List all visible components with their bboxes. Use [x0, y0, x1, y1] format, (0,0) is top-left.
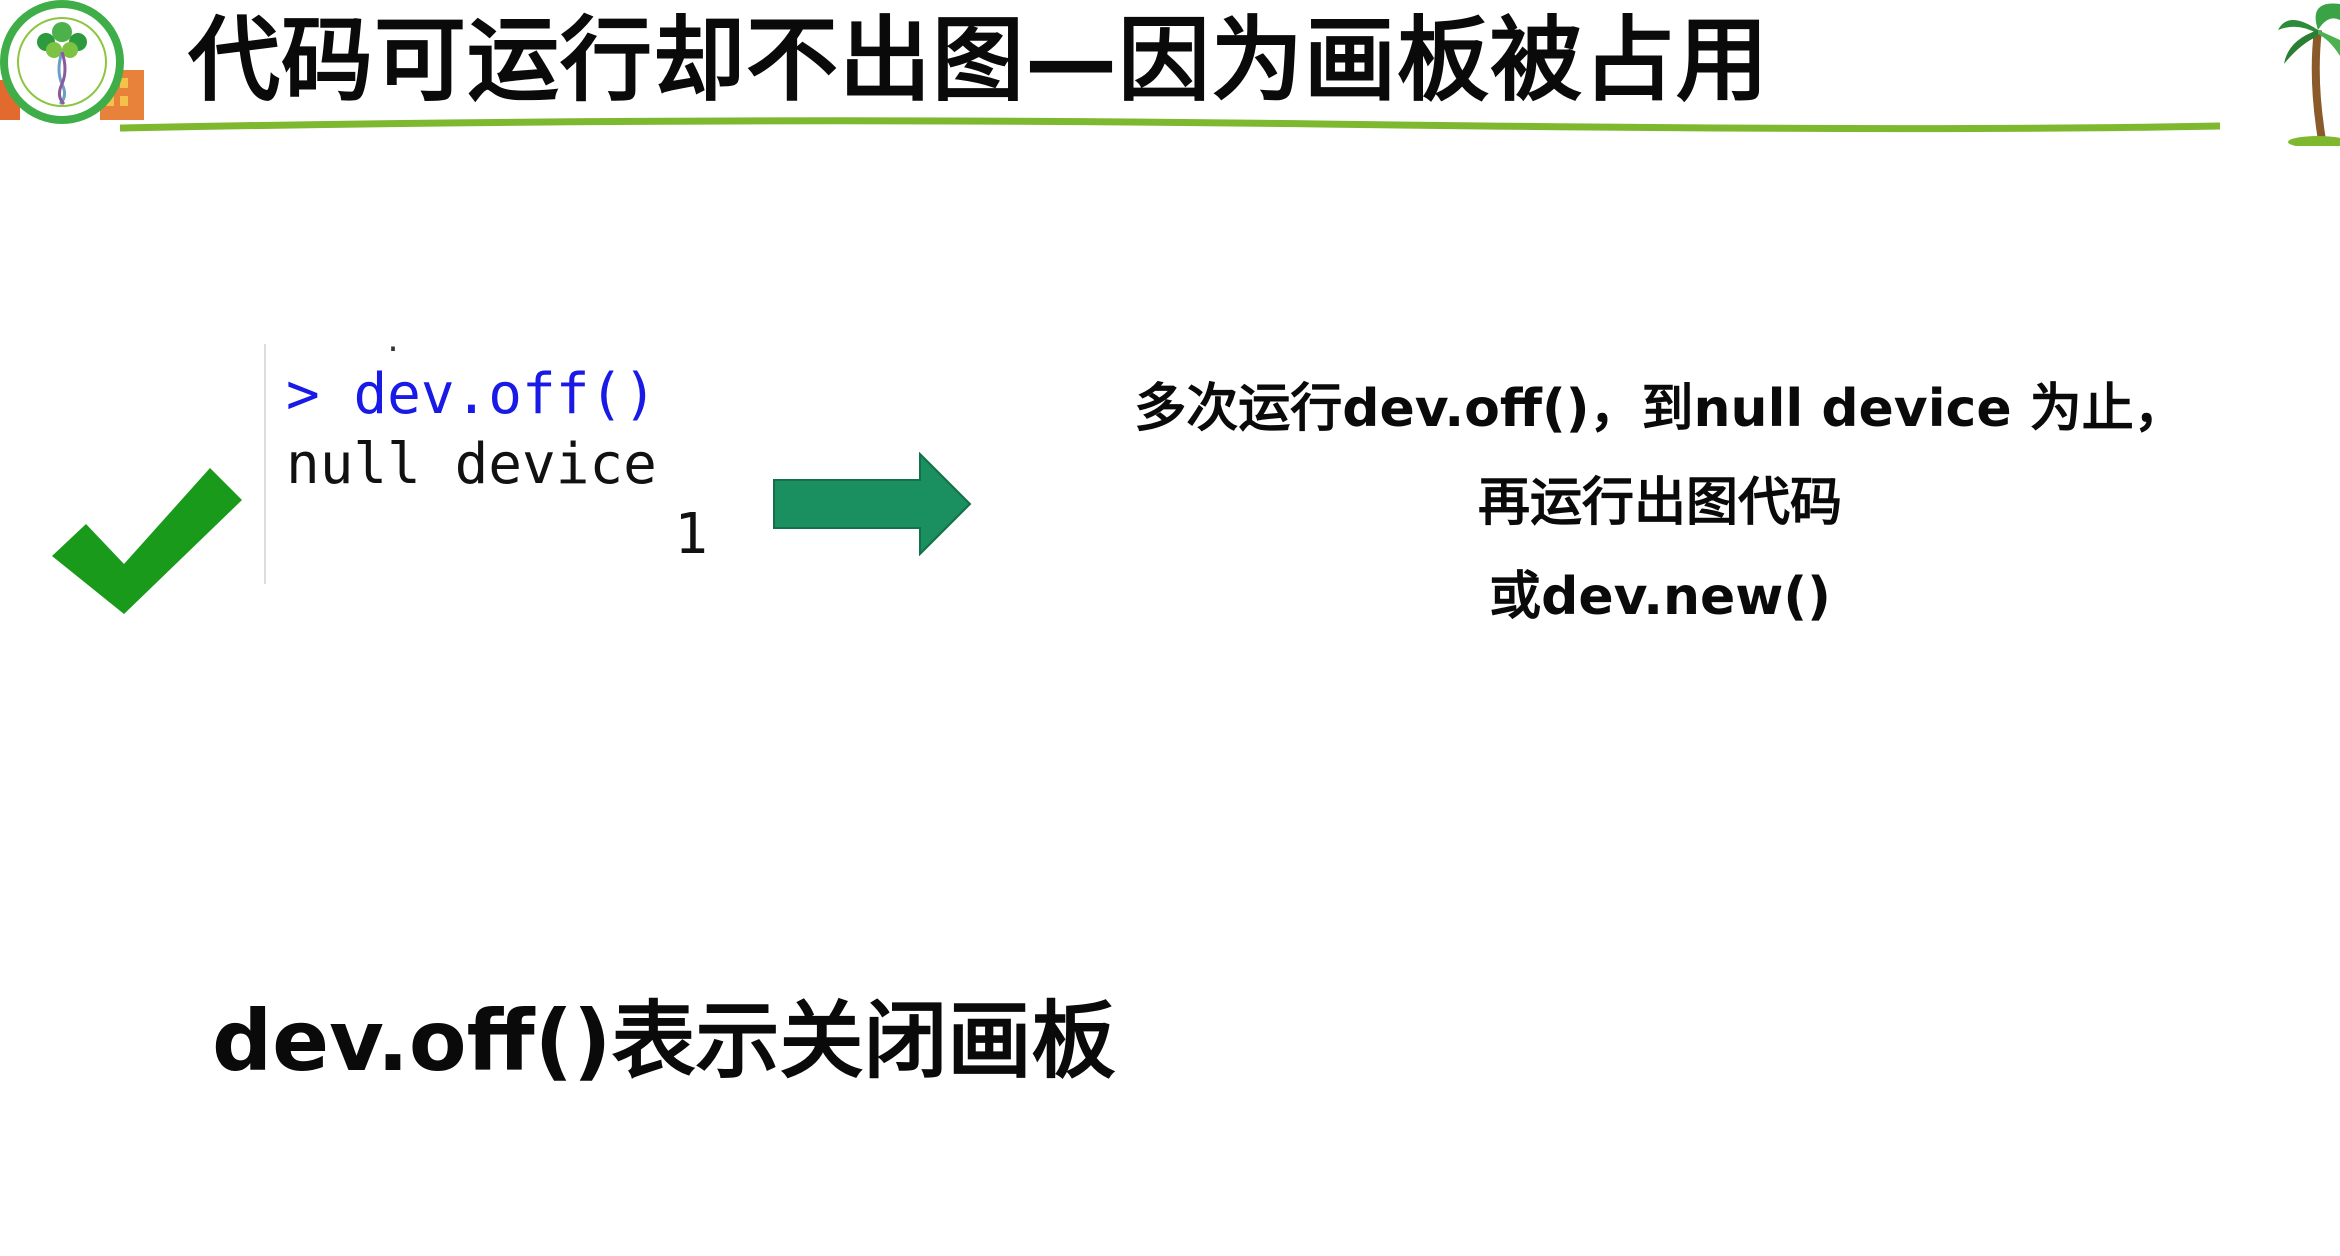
- biotrainee-logo: [0, 0, 150, 126]
- title-underline: [120, 114, 2220, 142]
- note-line-1: 多次运行dev.off()，到null device 为止，: [1134, 379, 2186, 439]
- console-command-line: > dev.off(): [286, 360, 657, 430]
- console-command: dev.off(): [353, 362, 657, 427]
- console-prompt: >: [286, 362, 320, 427]
- right-arrow-icon: [772, 452, 972, 556]
- console-output-device: null device: [286, 432, 657, 497]
- note-line-3: 或dev.new(): [1489, 567, 1831, 627]
- r-console-snippet: . > dev.off() null device 1: [264, 324, 726, 584]
- console-output-number: 1: [674, 502, 708, 567]
- instruction-note: 多次运行dev.off()，到null device 为止， 再运行出图代码 或…: [1080, 362, 2240, 644]
- palm-tree-icon: [2278, 0, 2340, 146]
- caption-text: dev.off()表示关闭画板: [212, 992, 1116, 1090]
- console-dot: .: [384, 324, 403, 359]
- note-line-2: 再运行出图代码: [1477, 473, 1842, 533]
- checkmark-icon: [52, 462, 242, 622]
- tree-logo-icon: [0, 0, 144, 124]
- page-title: 代码可运行却不出图—因为画板被占用: [188, 7, 1770, 114]
